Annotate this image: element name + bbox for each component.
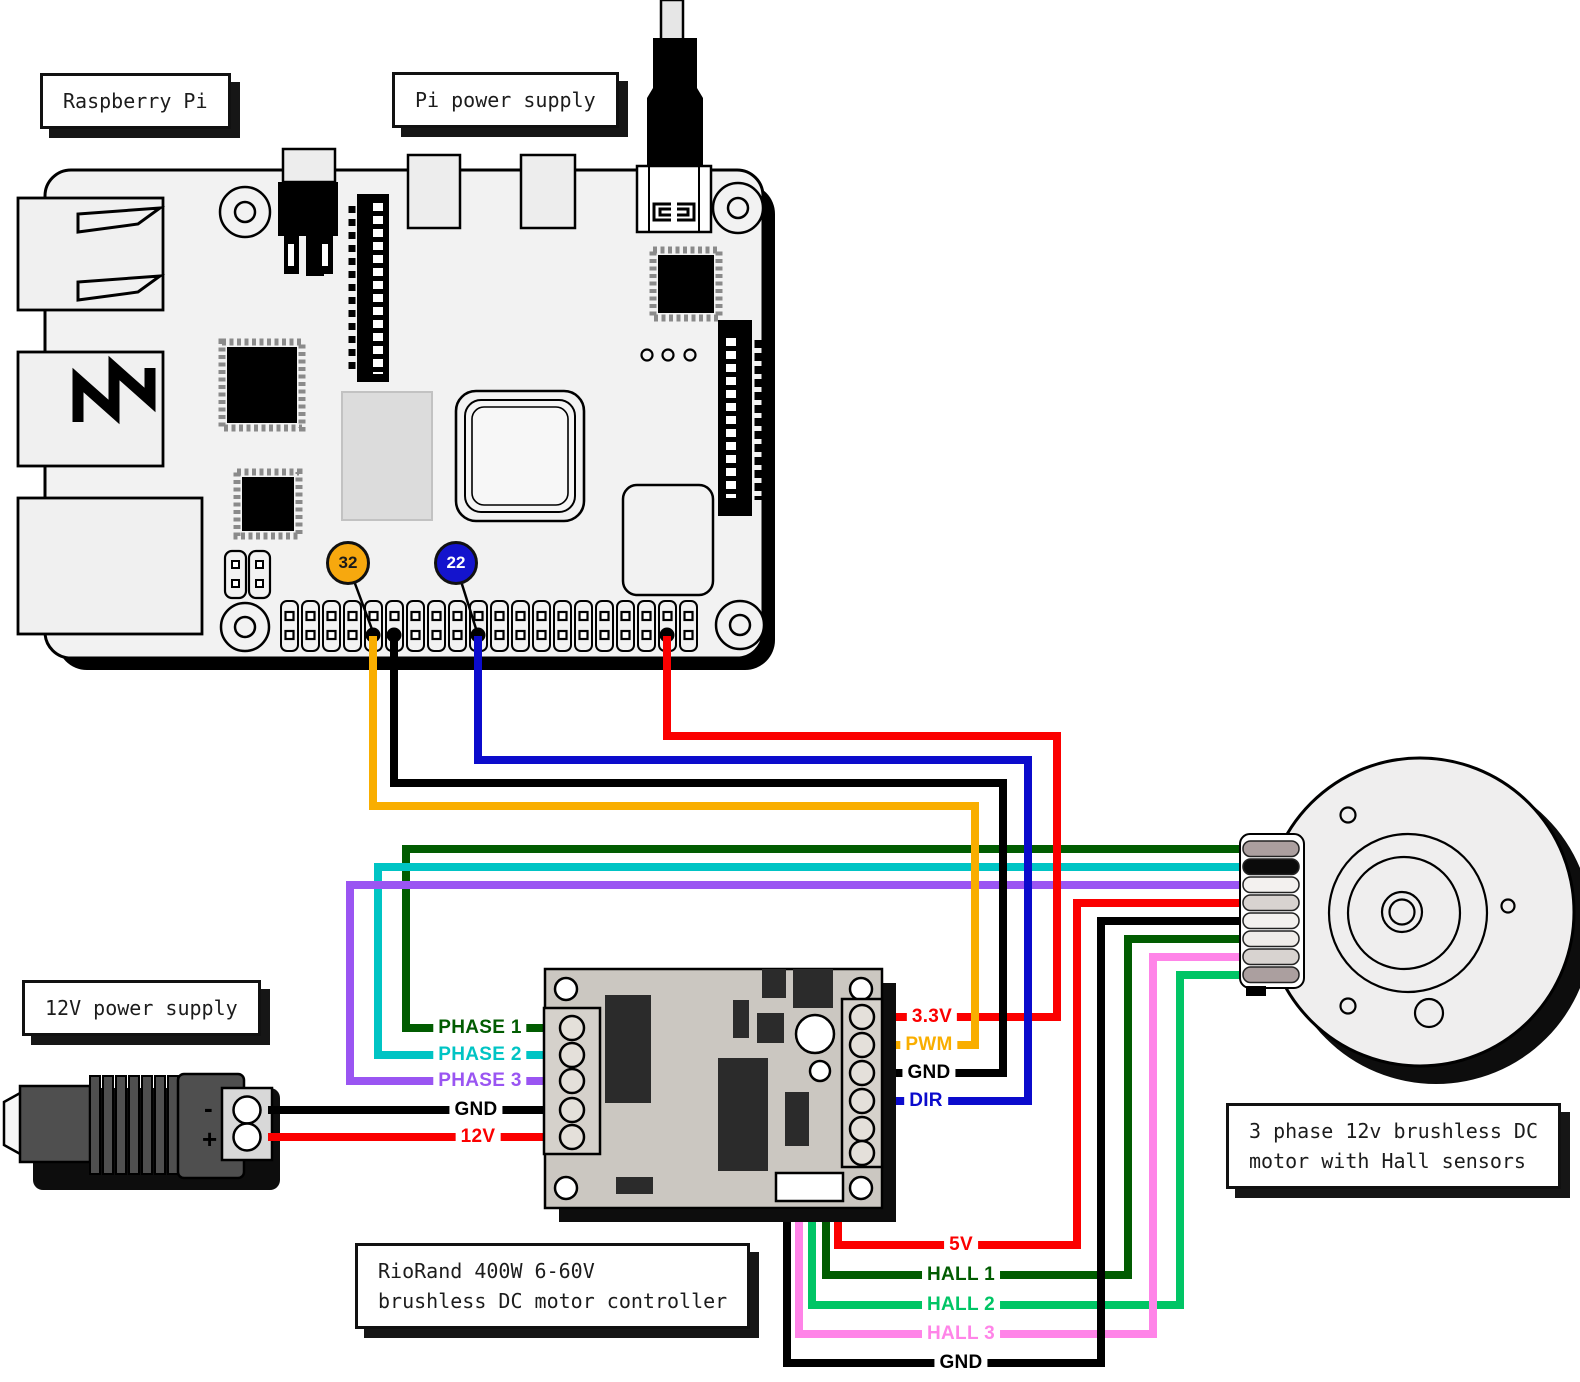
label-hall2: HALL 2 [922, 1294, 1000, 1316]
wire-hall3 [795, 953, 1250, 1338]
psu-minus-sign: - [204, 1093, 213, 1123]
controller-capacitor [794, 1013, 836, 1055]
label-pi-gnd: GND [902, 1062, 956, 1084]
psu-terminal-minus [232, 1095, 262, 1125]
controller-components [605, 969, 833, 1194]
label-3v3: 3.3V [906, 1006, 958, 1028]
label-12v: 12V [455, 1126, 501, 1148]
controller-mounting-holes [553, 976, 874, 1201]
usb-c-pin-glyph [652, 202, 671, 222]
usb-port-bottom [16, 350, 165, 468]
psu-barrel [18, 1084, 92, 1164]
poe-header [223, 549, 272, 600]
raspberry-pi-illustration [16, 0, 775, 670]
pi-mounting-holes [218, 181, 766, 653]
controller-left-terminal [542, 1006, 602, 1156]
pi-test-pads [640, 348, 697, 362]
audio-jack [278, 147, 338, 276]
hdmi-port-0 [406, 153, 462, 230]
controller-capacitor-small [808, 1059, 832, 1083]
label-bottom-gnd: GND [934, 1352, 988, 1374]
wire-3v3 [663, 636, 1061, 1021]
caption-motor-line1: 3 phase 12v brushless DC [1249, 1119, 1538, 1143]
pi-soc [454, 389, 586, 523]
label-pwm: PWM [900, 1034, 958, 1056]
caption-pi-power-supply: Pi power supply [392, 72, 619, 128]
caption-12v-power-supply: 12V power supply [22, 980, 261, 1036]
caption-controller-line1: RioRand 400W 6-60V [378, 1259, 595, 1283]
pi-wifi-chip [649, 246, 723, 322]
pi-ram-chip [341, 391, 433, 521]
controller-illustration [542, 967, 896, 1222]
wire-5v [834, 899, 1250, 1249]
label-5v: 5V [944, 1234, 978, 1256]
label-phase1: PHASE 1 [433, 1017, 527, 1039]
motor-wire-connector [1239, 833, 1305, 996]
caption-motor-line2: motor with Hall sensors [1249, 1149, 1526, 1173]
label-phase2: PHASE 2 [433, 1044, 527, 1066]
pi-power-cable [647, 0, 703, 167]
label-psu-gnd: GND [449, 1099, 503, 1121]
wire-dir [474, 636, 1032, 1105]
controller-right-terminal [840, 997, 884, 1169]
gpio-pin-badge-32: 32 [326, 541, 370, 585]
psu-plus-sign: + [202, 1124, 217, 1154]
hall-connector [774, 1171, 845, 1203]
ethernet-port [16, 496, 204, 636]
caption-motor: 3 phase 12v brushless DC motor with Hall… [1226, 1103, 1561, 1189]
wire-hall1 [822, 935, 1250, 1279]
caption-raspberry-pi: Raspberry Pi [40, 73, 231, 129]
camera-connector [718, 320, 762, 516]
psu-terminal-plus [232, 1122, 262, 1152]
motor-illustration [1239, 756, 1580, 1084]
pi-chip-usb-controller [218, 338, 306, 432]
display-connector [348, 194, 389, 382]
label-hall1: HALL 1 [922, 1264, 1000, 1286]
usb-c-port [635, 164, 713, 234]
hdmi-port-1 [519, 153, 577, 230]
motor-screw-holes [1339, 806, 1516, 1029]
gpio-pin-badge-22: 22 [434, 541, 478, 585]
usb-c-pin-glyph [677, 202, 696, 222]
psu-12v-illustration: - + [2, 1072, 280, 1190]
caption-controller: RioRand 400W 6-60V brushless DC motor co… [355, 1243, 751, 1329]
wire-hall2 [808, 971, 1250, 1309]
usb-port-top [16, 196, 166, 312]
sd-slot-outline [621, 483, 715, 597]
label-phase3: PHASE 3 [433, 1070, 527, 1092]
caption-controller-line2: brushless DC motor controller [378, 1289, 728, 1313]
wire-pi-gnd [390, 636, 1007, 1077]
psu-ribs [89, 1075, 179, 1175]
label-hall3: HALL 3 [922, 1323, 1000, 1345]
label-dir: DIR [904, 1090, 948, 1112]
wire-motor-gnd [783, 917, 1250, 1367]
pi-chip-ethernet-controller [233, 468, 303, 540]
